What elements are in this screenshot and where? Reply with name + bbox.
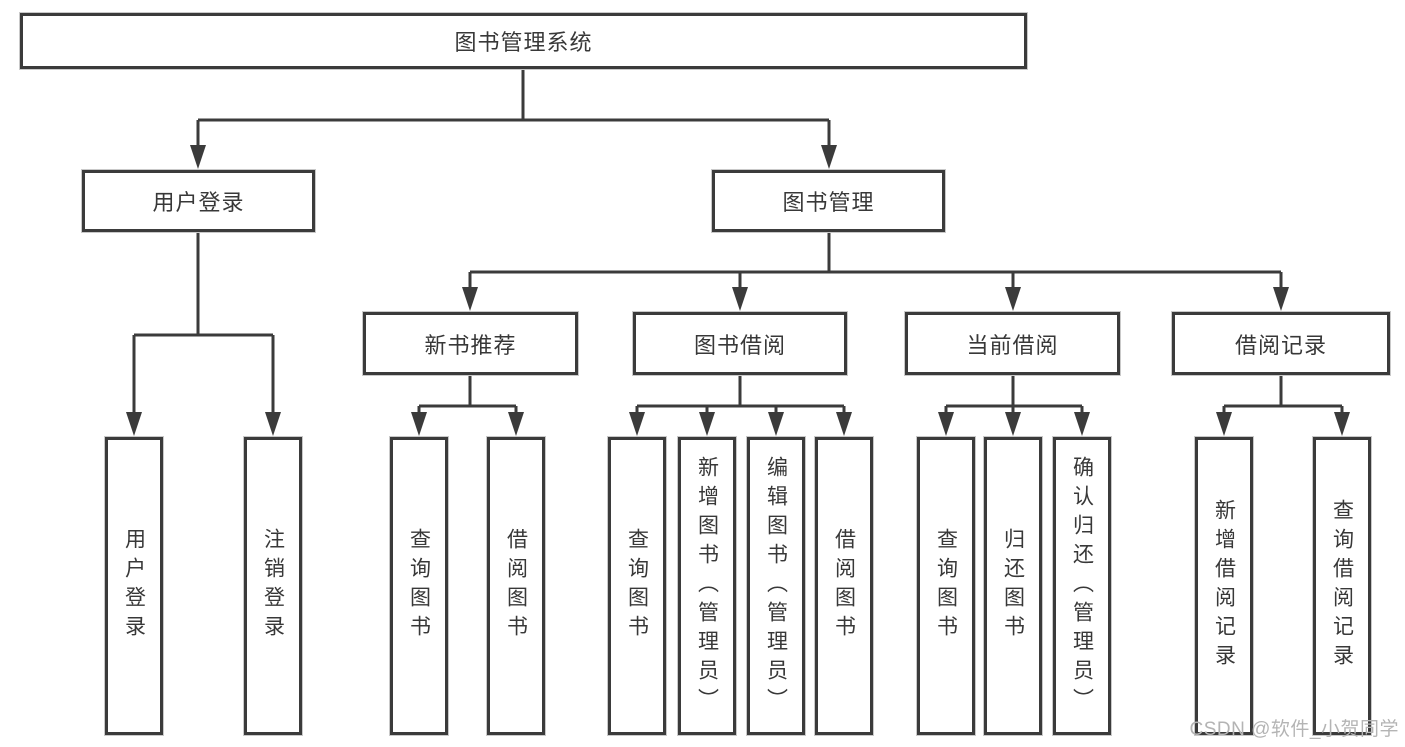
watermark: CSDN @软件_小贺同学: [1189, 719, 1399, 740]
leaf-bb-query-books: 查询图书: [608, 437, 666, 735]
leaf-logout: 注销登录: [244, 437, 302, 735]
leaf-bb-add-books-admin: 新增图书（管理员）: [678, 437, 736, 735]
node-new-book-recommend: 新书推荐: [363, 312, 578, 375]
node-book-borrow: 图书借阅: [633, 312, 847, 375]
node-borrow-records: 借阅记录: [1172, 312, 1390, 375]
leaf-cb-query-books: 查询图书: [917, 437, 975, 735]
leaf-cb-return-books: 归还图书: [984, 437, 1042, 735]
leaf-user-login: 用户登录: [105, 437, 163, 735]
node-root: 图书管理系统: [20, 13, 1027, 69]
leaf-br-query-record: 查询借阅记录: [1313, 437, 1371, 735]
leaf-bb-edit-books-admin: 编辑图书（管理员）: [747, 437, 805, 735]
node-user-login: 用户登录: [82, 170, 315, 232]
leaf-nbr-borrow-books: 借阅图书: [487, 437, 545, 735]
node-current-borrow: 当前借阅: [905, 312, 1120, 375]
leaf-br-add-record: 新增借阅记录: [1195, 437, 1253, 735]
leaf-cb-confirm-return-admin: 确认归还（管理员）: [1053, 437, 1111, 735]
leaf-nbr-query-books: 查询图书: [390, 437, 448, 735]
node-book-management: 图书管理: [712, 170, 945, 232]
leaf-bb-borrow-books: 借阅图书: [815, 437, 873, 735]
